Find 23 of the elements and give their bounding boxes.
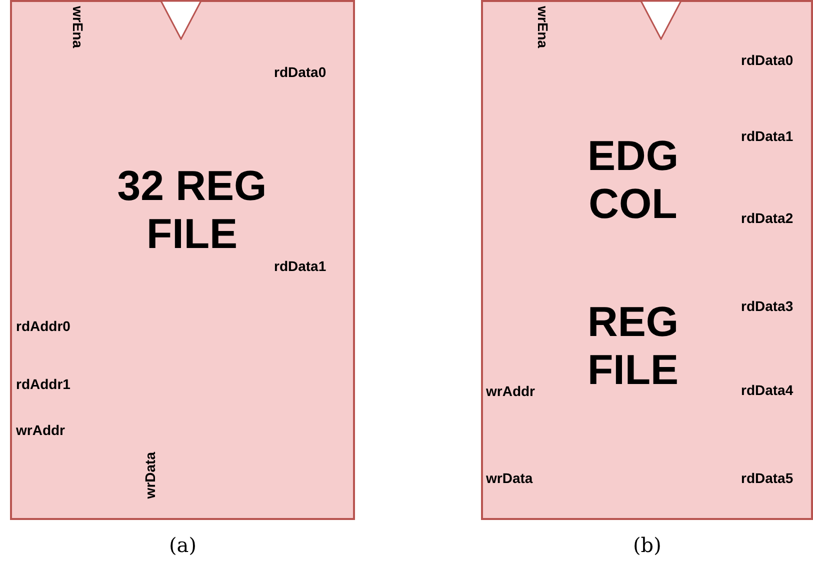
port-label: rdData1 bbox=[741, 128, 794, 144]
port-label: wrData bbox=[486, 470, 533, 486]
port-label: wrAddr bbox=[486, 383, 535, 399]
port-label: rdData0 bbox=[741, 52, 794, 68]
port-label: wrAddr bbox=[16, 422, 65, 438]
block-title: 32 REG FILE bbox=[116, 162, 268, 258]
port-label: rdData4 bbox=[741, 382, 794, 398]
register-file-block bbox=[10, 0, 355, 520]
port-label: rdData0 bbox=[274, 64, 326, 80]
port-label: wrEna bbox=[70, 6, 86, 48]
port-label: rdData2 bbox=[741, 210, 794, 226]
figure-caption: (b) bbox=[633, 533, 662, 557]
register-file-block bbox=[481, 0, 813, 520]
port-label: rdData5 bbox=[741, 470, 794, 486]
block-title: REG FILE bbox=[586, 298, 680, 394]
port-label: rdAddr0 bbox=[16, 318, 70, 334]
figure-caption: (a) bbox=[169, 533, 197, 557]
port-label: rdData1 bbox=[274, 258, 326, 274]
port-label: wrData bbox=[142, 452, 158, 499]
port-label: wrEna bbox=[535, 6, 551, 48]
port-label: rdAddr1 bbox=[16, 376, 70, 392]
port-label: rdData3 bbox=[741, 298, 794, 314]
block-title: EDG COL bbox=[586, 132, 680, 228]
